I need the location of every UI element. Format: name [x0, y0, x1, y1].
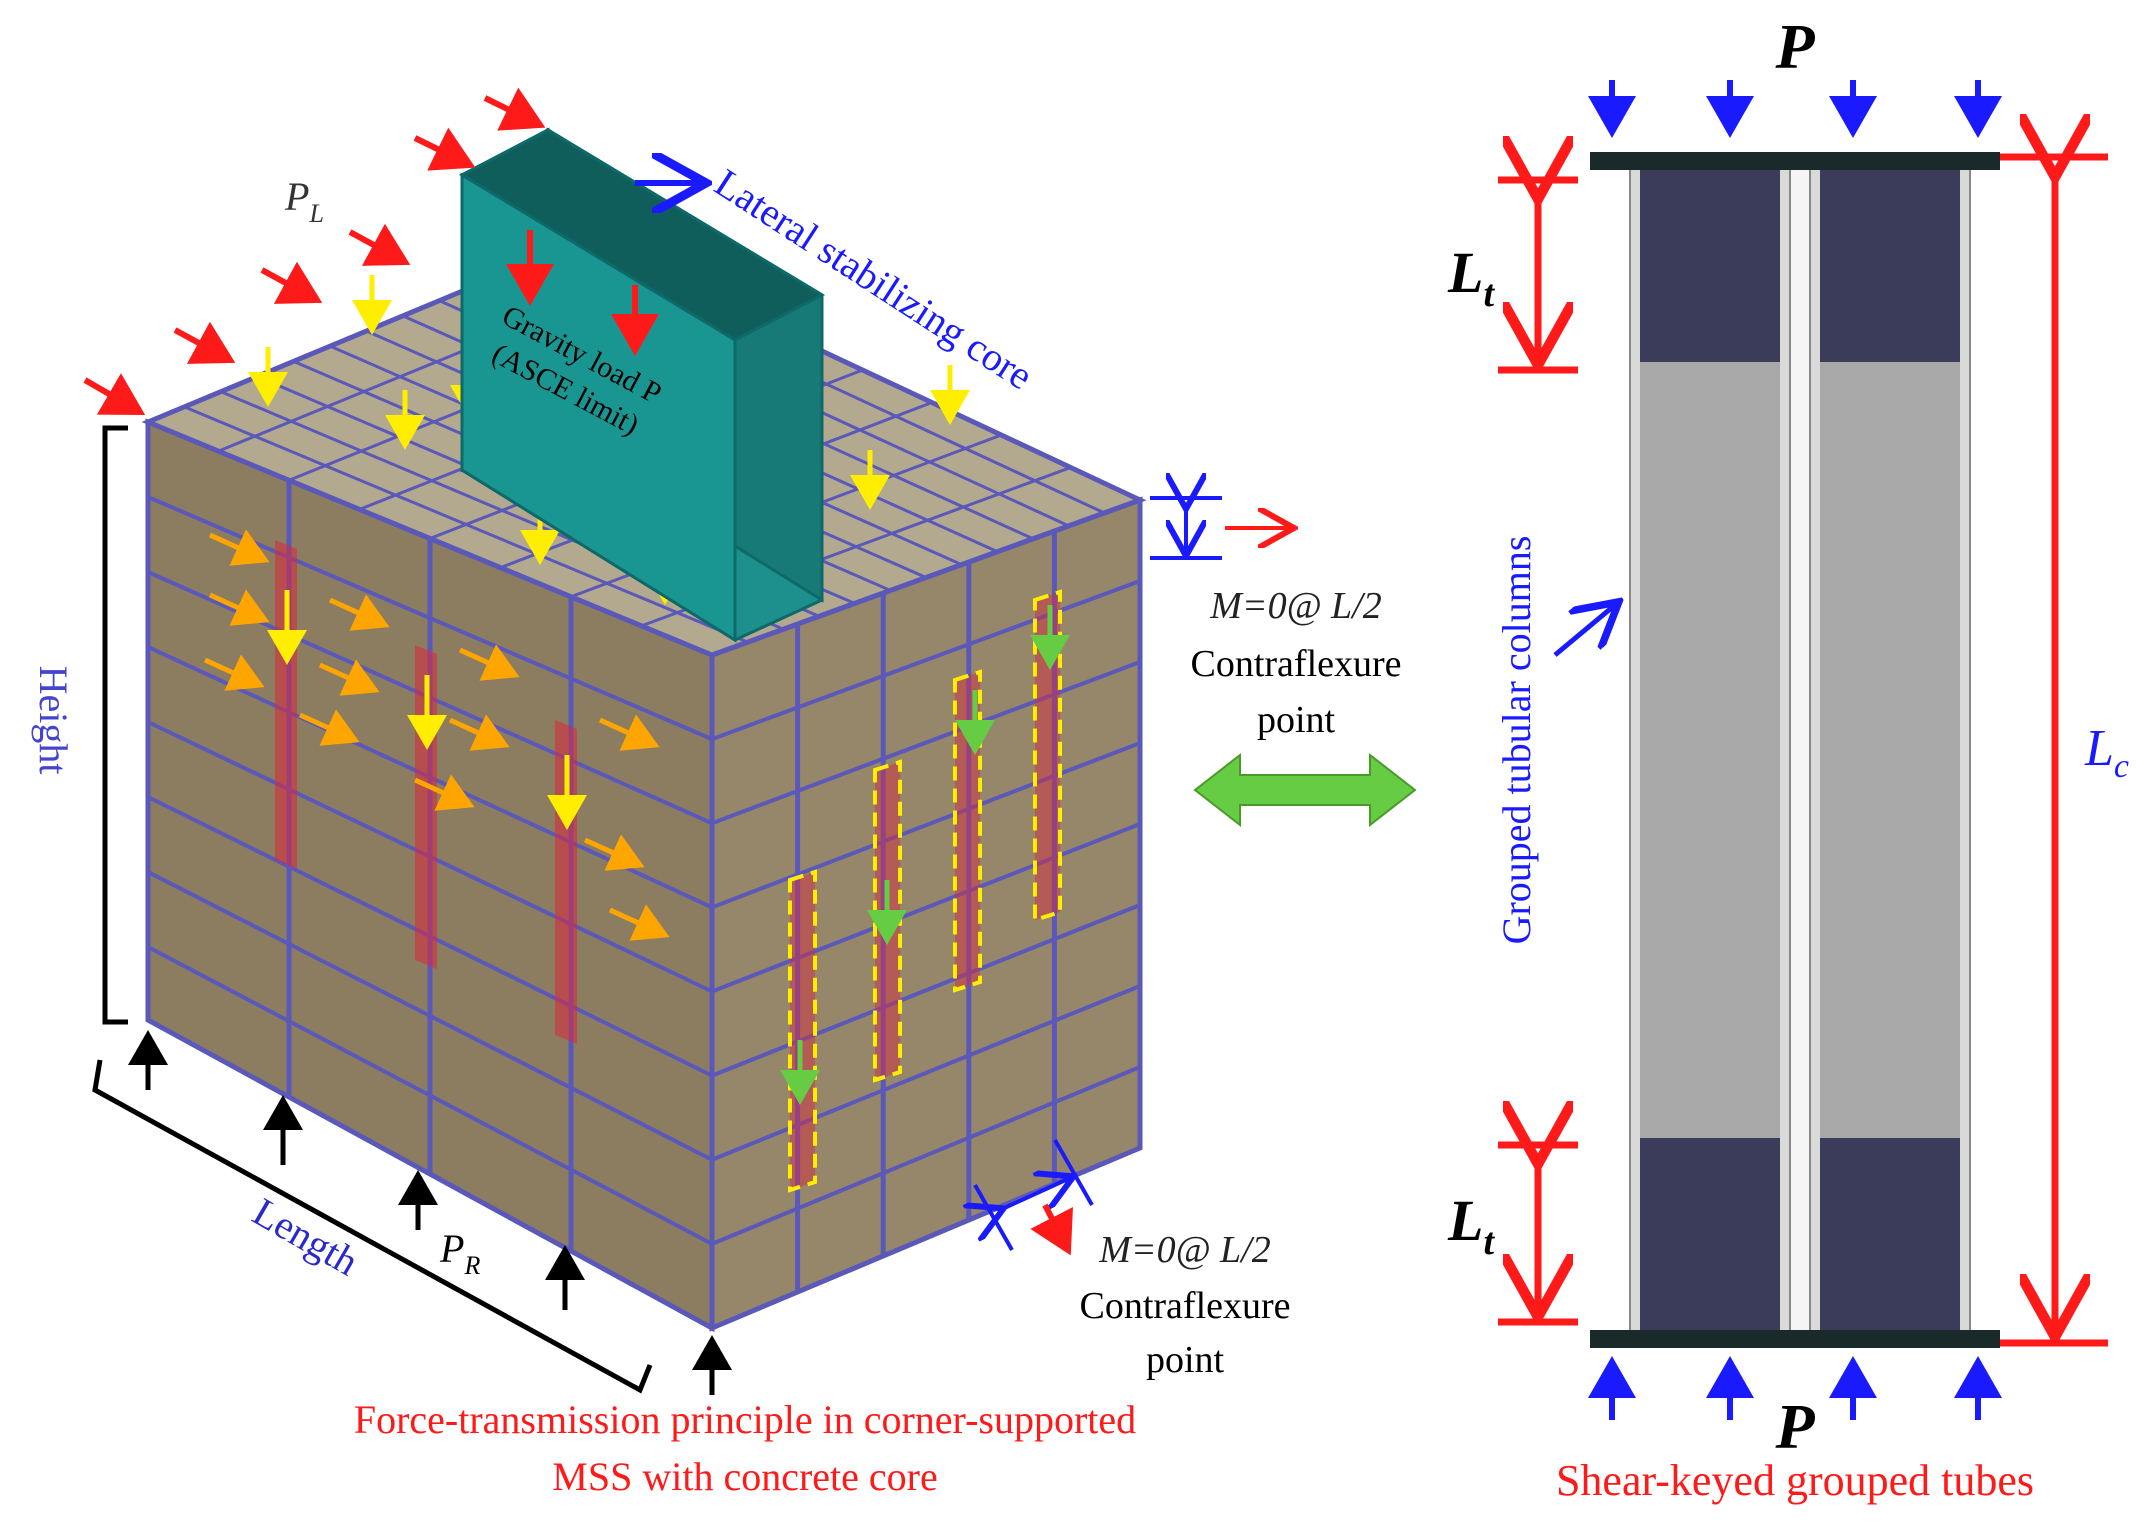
- contraflexure-top-line1: M=0@ L/2: [1209, 585, 1381, 627]
- Lc-label: Lc: [2084, 720, 2129, 785]
- bottom-load-label: P: [1774, 1391, 1815, 1462]
- top-load-label: P: [1774, 11, 1815, 82]
- top-end-plate: [1590, 152, 2000, 170]
- stress-strip: [275, 540, 297, 869]
- side-floor-line: [711, 741, 1141, 910]
- top-load-arrows: [1588, 80, 2002, 138]
- right-caption: Shear-keyed grouped tubes: [1556, 1456, 2034, 1505]
- Lt-top-label: Lt: [1447, 240, 1495, 315]
- equivalence-arrow: [1193, 752, 1417, 828]
- orange-transfer-arrow: [328, 594, 390, 631]
- bottom-load-arrows: [1588, 1356, 2002, 1420]
- bottom-end-plate: [1590, 1330, 2000, 1348]
- orange-transfer-arrow: [598, 714, 660, 751]
- side-floor-line: [711, 822, 1141, 994]
- dashed-load-frame: [788, 869, 817, 1193]
- length-bracket: [92, 1059, 653, 1394]
- grouped-columns-pointer: [1553, 605, 1615, 657]
- contraflexure-marker-top: [1150, 498, 1290, 560]
- tube-left-bottom-dark: [1640, 1138, 1780, 1334]
- Lt-bottom-dimension: [1498, 1145, 1578, 1326]
- orange-transfer-arrow: [203, 654, 265, 691]
- orange-transfer-arrow: [448, 714, 510, 751]
- support-reaction-arrows: [128, 1030, 732, 1395]
- tube-left-top-dark: [1640, 162, 1780, 362]
- Lt-bottom-label: Lt: [1447, 1188, 1495, 1263]
- orange-transfer-arrow: [608, 904, 670, 941]
- dashed-load-frame: [1033, 589, 1062, 923]
- height-label: Height: [31, 666, 76, 775]
- grouped-tubes-figure: P P Lt Lt Lc Grouped tubular columns She…: [1447, 11, 2129, 1505]
- contraflexure-bottom-line3: point: [1146, 1339, 1225, 1381]
- side-floor-line: [711, 984, 1141, 1162]
- tube-right-bottom-dark: [1820, 1138, 1960, 1334]
- side-floor-line: [711, 903, 1141, 1078]
- Lt-top-dimension: [1498, 180, 1578, 374]
- tube-right-top-dark: [1820, 162, 1960, 362]
- contraflexure-top-line2: Contraflexure: [1190, 643, 1401, 685]
- length-label: Length: [246, 1189, 367, 1285]
- side-floor-line: [711, 579, 1141, 742]
- contraflexure-marker-bottom: [975, 1139, 1094, 1256]
- orange-transfer-arrow: [458, 644, 520, 681]
- Lc-dimension: [2000, 157, 2108, 1347]
- tube-gap: [1789, 161, 1811, 1335]
- height-bracket: [102, 425, 128, 1025]
- support-load-PR-label: PR: [439, 1226, 480, 1280]
- contraflexure-top-line3: point: [1257, 699, 1336, 741]
- orange-transfer-arrow: [413, 774, 475, 811]
- left-caption-line2: MSS with concrete core: [552, 1454, 937, 1499]
- contraflexure-bottom-line1: M=0@ L/2: [1098, 1229, 1270, 1271]
- orange-transfer-arrow: [298, 709, 360, 746]
- contraflexure-bottom-line2: Contraflexure: [1079, 1285, 1290, 1327]
- lateral-load-arrows: [83, 87, 546, 416]
- side-floor-line: [711, 660, 1141, 826]
- lateral-load-PL-label: PL: [284, 174, 324, 228]
- left-caption-line1: Force-transmission principle in corner-s…: [354, 1397, 1136, 1442]
- orange-transfer-arrow: [208, 589, 270, 626]
- orange-transfer-arrow: [208, 529, 270, 566]
- grouped-columns-label: Grouped tubular columns: [1494, 536, 1539, 945]
- side-floor-line: [711, 1065, 1141, 1246]
- orange-transfer-arrow: [583, 834, 645, 871]
- orange-transfer-arrow: [318, 659, 380, 696]
